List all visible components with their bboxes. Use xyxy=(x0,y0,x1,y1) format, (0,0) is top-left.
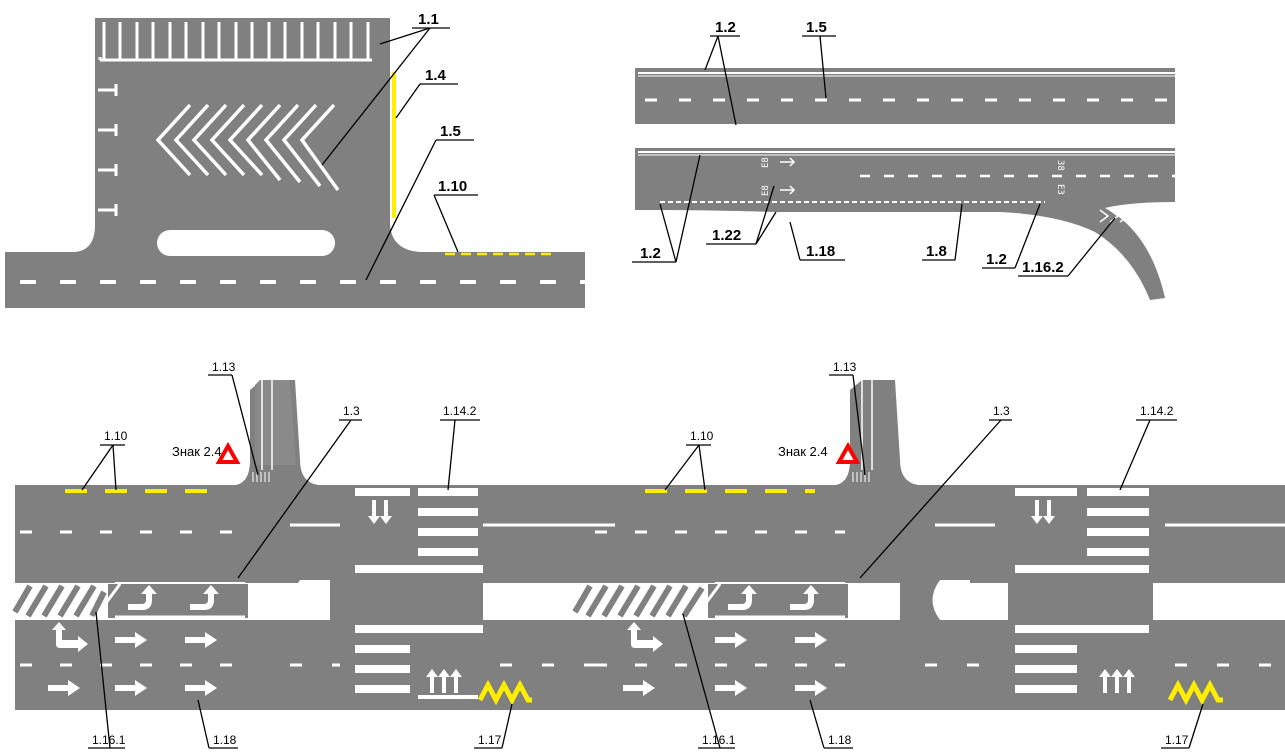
label-1-14-2-bl: 1.14.2 xyxy=(443,404,477,418)
upper-carriageway xyxy=(635,68,1175,124)
shark-teeth-1-13-left xyxy=(252,472,270,482)
parking-stall-lines-top xyxy=(98,22,372,62)
label-1-18-br: 1.18 xyxy=(828,733,852,747)
label-1-5-top: 1.5 xyxy=(806,19,827,36)
road-number-27-a: 27 xyxy=(769,211,779,222)
label-1-10: 1.10 xyxy=(438,178,467,195)
sign-label-right: Знак 2.4 xyxy=(778,444,828,459)
parking-area-surface xyxy=(5,18,585,308)
label-1-10-br: 1.10 xyxy=(690,429,714,443)
lane-arrows xyxy=(780,157,1024,223)
traffic-island xyxy=(157,230,335,256)
label-1-4: 1.4 xyxy=(425,67,447,84)
label-1-2-bottom-b: 1.2 xyxy=(986,251,1007,268)
road-number-e8-a: E8 xyxy=(761,157,771,168)
road-number-e8-b: E8 xyxy=(761,185,771,196)
label-1-1: 1.1 xyxy=(418,11,439,28)
parking-area-scheme: 1.1 1.4 1.5 1.10 xyxy=(5,11,585,308)
label-1-8: 1.8 xyxy=(926,243,947,260)
intersection-scheme-right: Знак 2.4 1.10 1.13 1.3 1.14.2 1.16.1 1.1… xyxy=(572,360,1285,749)
label-1-2-top: 1.2 xyxy=(715,19,736,36)
intersection-scheme-left: Знак 2.4 1.10 1.13 1.3 1.14.2 1.16.1 1.1… xyxy=(12,360,615,749)
label-1-17-bl: 1.17 xyxy=(478,733,502,747)
label-1-16-2: 1.16.2 xyxy=(1022,259,1064,276)
yield-sign-left xyxy=(215,441,241,464)
label-1-18-bl: 1.18 xyxy=(213,733,237,747)
label-1-16-1-br: 1.16.1 xyxy=(702,733,736,747)
highway-exit-scheme: E8 E8 27 27 38 E3 1.2 1.5 1.2 1.22 1.18 … xyxy=(632,19,1175,300)
label-1-5: 1.5 xyxy=(440,123,461,140)
hatched-area-1-16-1-left xyxy=(12,584,107,618)
sign-label-left: Знак 2.4 xyxy=(172,444,222,459)
crosswalk-upper-left xyxy=(355,488,483,573)
zigzag-1-17-left xyxy=(477,679,532,706)
label-1-10-bl: 1.10 xyxy=(104,429,128,443)
label-1-3-br: 1.3 xyxy=(993,404,1010,418)
label-1-18: 1.18 xyxy=(806,243,835,260)
road-number-27-b: 27 xyxy=(997,211,1007,222)
crosswalk-lower-left xyxy=(355,625,483,699)
lower-carriageway xyxy=(635,148,1175,300)
label-1-13-bl: 1.13 xyxy=(212,360,236,374)
label-1-14-2-br: 1.14.2 xyxy=(1140,404,1174,418)
label-1-2-bottom-a: 1.2 xyxy=(640,245,661,262)
parking-stall-lines-left xyxy=(98,84,118,216)
angled-parking-chevrons xyxy=(155,103,340,192)
label-1-3-bl: 1.3 xyxy=(343,404,360,418)
label-1-17-br: 1.17 xyxy=(1165,733,1189,747)
label-1-22: 1.22 xyxy=(712,227,741,244)
road-number-e3: E3 xyxy=(1055,184,1065,195)
label-1-13-br: 1.13 xyxy=(833,360,857,374)
road-number-38: 38 xyxy=(1055,160,1065,171)
